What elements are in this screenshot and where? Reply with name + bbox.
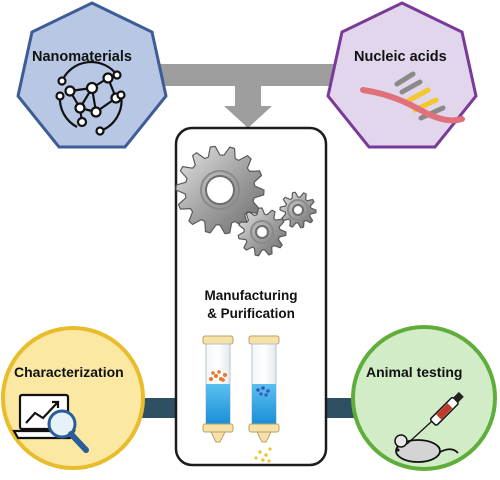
- eluate-droplets: [254, 447, 272, 463]
- purification-column-icon: [202, 335, 234, 443]
- down-arrow-icon: [224, 106, 272, 128]
- gear-rim: [200, 170, 240, 210]
- gear-rim: [287, 199, 309, 221]
- laptop-magnifier-icon: [12, 393, 89, 453]
- gear-hole: [255, 225, 269, 239]
- nucleic-acids-heptagon: [326, 1, 478, 149]
- gear-hole: [292, 204, 304, 216]
- dna-strand-icon: [360, 71, 465, 124]
- top-connector: [150, 64, 350, 128]
- nanomaterials-node: [16, 1, 168, 149]
- process-node: [174, 126, 328, 467]
- characterization-node: [1, 326, 145, 470]
- gears-icon: [175, 145, 317, 257]
- left-connector: [140, 398, 180, 418]
- nucleic-acids-node: [326, 1, 478, 149]
- top-connector-stem: [235, 76, 261, 108]
- animal-testing-label: Animal testing: [366, 364, 463, 380]
- gear-rim: [250, 220, 274, 244]
- purification-column-icon: [248, 335, 280, 463]
- characterization-label: Characterization: [14, 364, 124, 380]
- nanomaterials-label: Nanomaterials: [32, 49, 132, 65]
- nanoparticle-network-icon: [55, 60, 126, 136]
- gear-hole: [205, 175, 235, 205]
- animal-testing-circle: [351, 325, 497, 471]
- process-label-line1: Manufacturing: [204, 288, 298, 303]
- nanomaterials-heptagon: [16, 1, 168, 149]
- top-connector-bar: [150, 64, 350, 86]
- process-label-line2: & Purification: [207, 306, 295, 321]
- nucleic-acids-label: Nucleic acids: [354, 49, 447, 65]
- mouse-syringe-icon: [394, 391, 464, 463]
- animal-testing-node: [351, 325, 497, 471]
